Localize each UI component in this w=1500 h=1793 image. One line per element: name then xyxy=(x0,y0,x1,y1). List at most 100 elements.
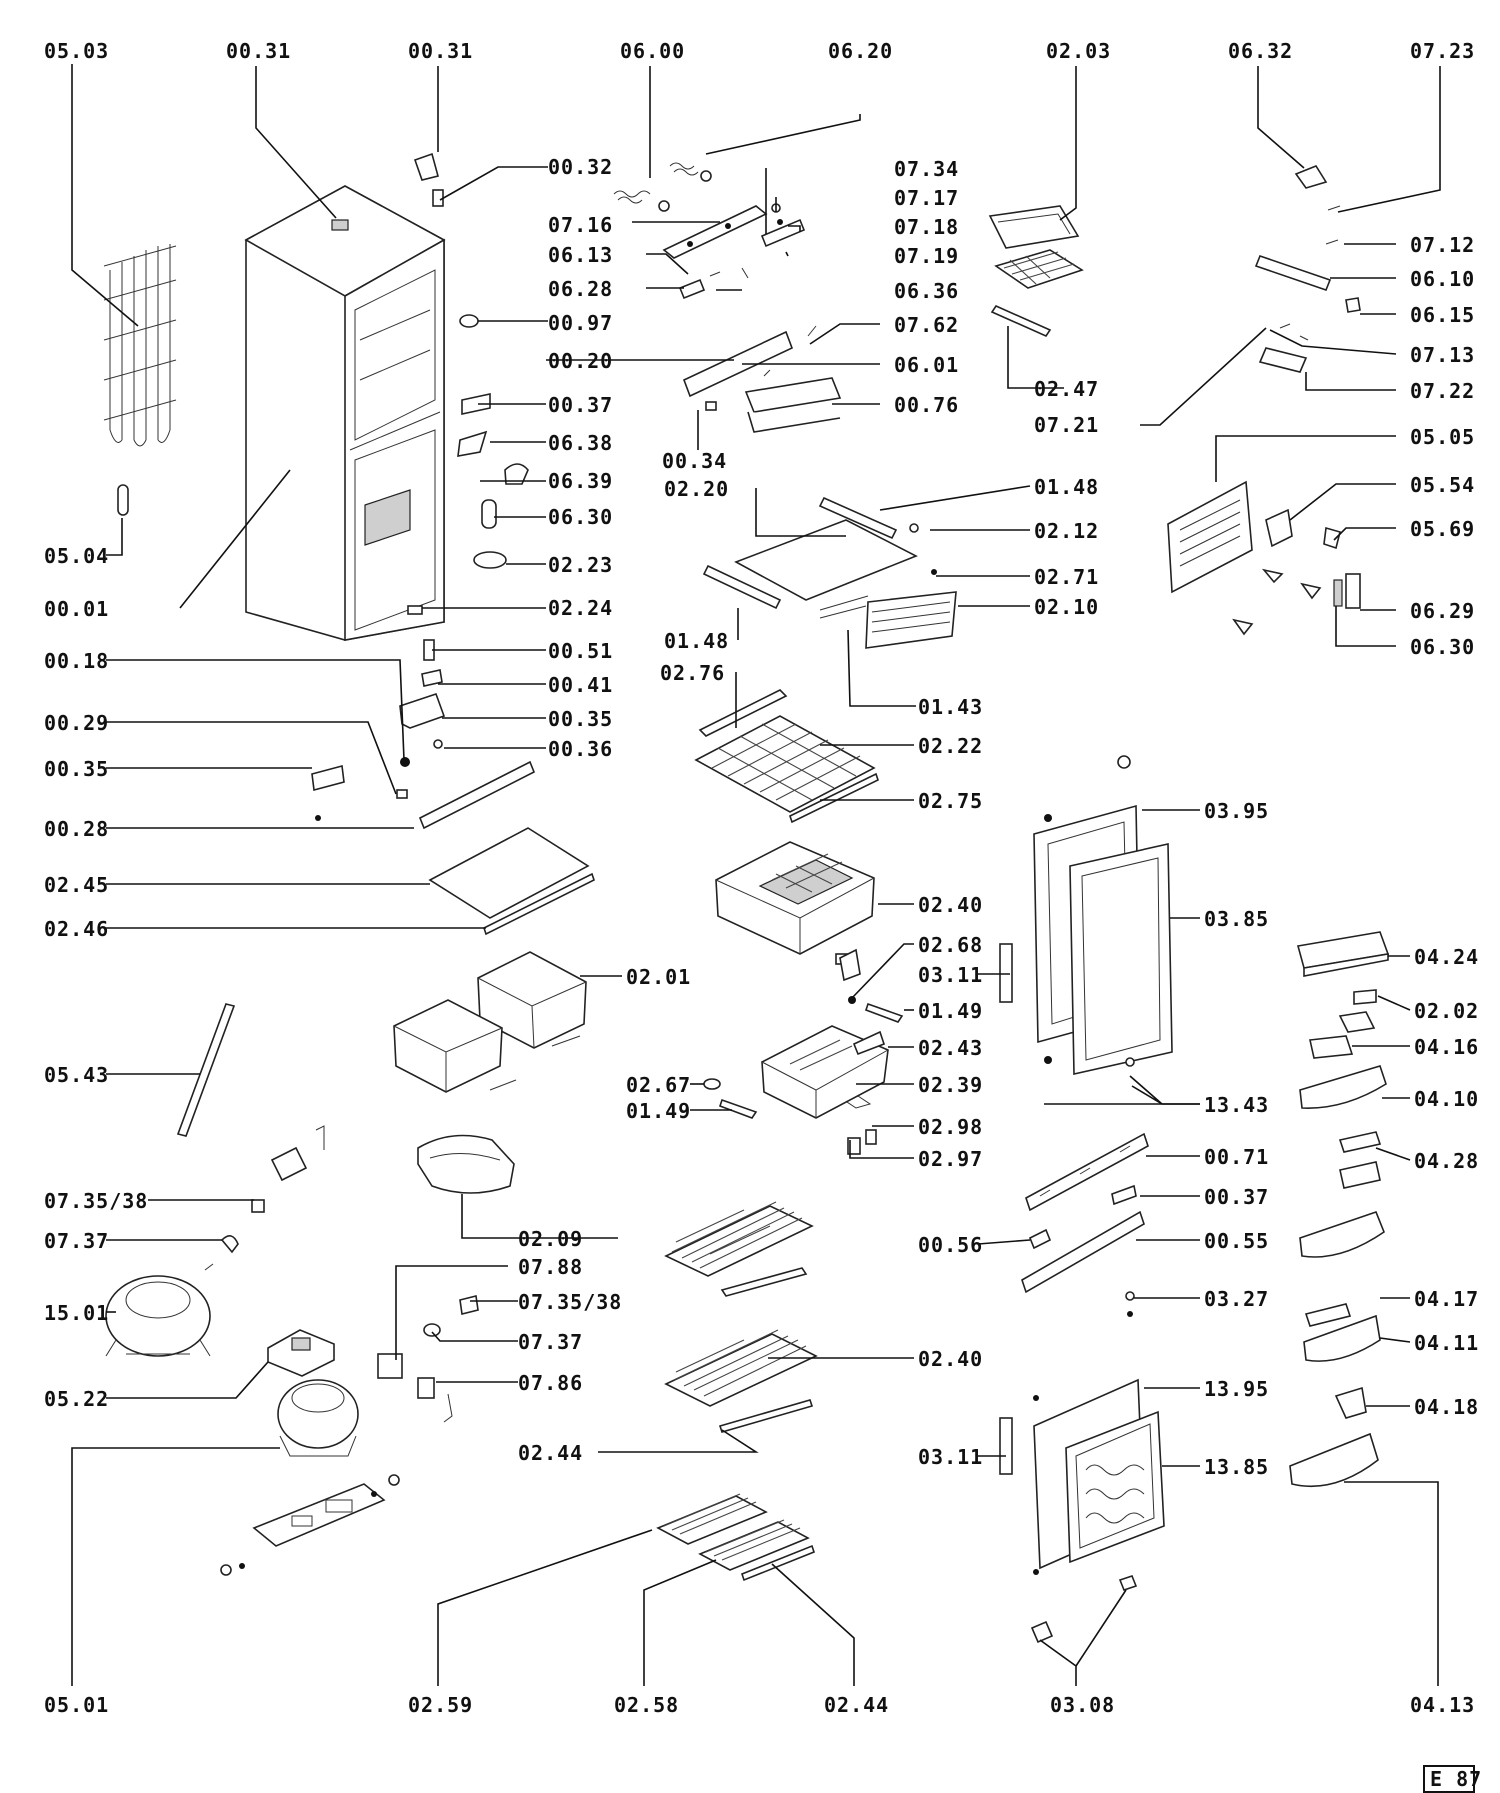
label-13-43: 13.43 xyxy=(1204,1093,1269,1117)
label-07-37-b: 07.37 xyxy=(518,1330,583,1354)
label-02-44-b: 02.44 xyxy=(824,1693,889,1717)
label-05-03: 05.03 xyxy=(44,39,109,63)
label-04-16: 04.16 xyxy=(1414,1035,1479,1059)
label-00-97: 00.97 xyxy=(548,311,613,335)
label-03-27: 03.27 xyxy=(1204,1287,1269,1311)
grille-shelves xyxy=(656,1493,815,1582)
label-02-43: 02.43 xyxy=(918,1036,983,1060)
label-04-24: 04.24 xyxy=(1414,945,1479,969)
label-00-71: 00.71 xyxy=(1204,1145,1269,1169)
label-13-95: 13.95 xyxy=(1204,1377,1269,1401)
cabinet xyxy=(244,185,446,641)
control-panel xyxy=(1167,480,1361,636)
drain-tube xyxy=(176,1003,236,1137)
label-07-35-38-b: 07.35/38 xyxy=(518,1290,622,1314)
egg-tray xyxy=(417,1134,515,1194)
label-02-75: 02.75 xyxy=(918,789,983,813)
label-07-16: 07.16 xyxy=(548,213,613,237)
label-06-28: 06.28 xyxy=(548,277,613,301)
label-03-85: 03.85 xyxy=(1204,907,1269,931)
label-02-22: 02.22 xyxy=(918,734,983,758)
thermostat-box xyxy=(267,1329,335,1377)
label-04-11: 04.11 xyxy=(1414,1331,1479,1355)
label-02-58: 02.58 xyxy=(614,1693,679,1717)
label-02-97: 02.97 xyxy=(918,1147,983,1171)
freezer-shelf xyxy=(702,496,957,649)
label-02-24: 02.24 xyxy=(548,596,613,620)
glass-shelf xyxy=(428,827,595,936)
label-03-95: 03.95 xyxy=(1204,799,1269,823)
label-00-35-a: 00.35 xyxy=(548,707,613,731)
label-07-17: 07.17 xyxy=(894,186,959,210)
label-01-48-a: 01.48 xyxy=(1034,475,1099,499)
compressor-assembly xyxy=(277,1379,359,1457)
label-07-86: 07.86 xyxy=(518,1371,583,1395)
label-02-47: 02.47 xyxy=(1034,377,1099,401)
label-06-00: 06.00 xyxy=(620,39,685,63)
label-07-19: 07.19 xyxy=(894,244,959,268)
label-07-13: 07.13 xyxy=(1410,343,1475,367)
label-02-39: 02.39 xyxy=(918,1073,983,1097)
drawer-fittings xyxy=(703,948,904,1155)
label-00-76: 00.76 xyxy=(894,393,959,417)
label-02-09: 02.09 xyxy=(518,1227,583,1251)
leader-lines xyxy=(71,64,1441,1686)
label-02-45: 02.45 xyxy=(44,873,109,897)
label-06-29: 06.29 xyxy=(1410,599,1475,623)
label-01-49-b: 01.49 xyxy=(626,1099,691,1123)
label-00-28: 00.28 xyxy=(44,817,109,841)
label-02-20: 02.20 xyxy=(664,477,729,501)
label-04-17: 04.17 xyxy=(1414,1287,1479,1311)
badge-text: E 87 xyxy=(1430,1767,1482,1791)
label-07-12: 07.12 xyxy=(1410,233,1475,257)
label-07-18: 07.18 xyxy=(894,215,959,239)
fridge-door xyxy=(999,755,1173,1075)
fan-housing xyxy=(1254,165,1361,373)
spring-parts xyxy=(613,162,712,212)
label-00-56: 00.56 xyxy=(918,1233,983,1257)
label-03-11-b: 03.11 xyxy=(918,1445,983,1469)
label-00-29: 00.29 xyxy=(44,711,109,735)
label-02-98: 02.98 xyxy=(918,1115,983,1139)
label-05-05: 05.05 xyxy=(1410,425,1475,449)
freezer-drawer xyxy=(715,841,875,965)
label-07-62: 07.62 xyxy=(894,313,959,337)
label-00-20: 00.20 xyxy=(548,349,613,373)
condenser-coil xyxy=(103,244,177,516)
label-02-03: 02.03 xyxy=(1046,39,1111,63)
label-06-32: 06.32 xyxy=(1228,39,1293,63)
crisper-boxes xyxy=(393,951,587,1093)
label-00-32: 00.32 xyxy=(548,155,613,179)
crisper-drawer xyxy=(761,1025,889,1119)
label-06-30-b: 06.30 xyxy=(1410,635,1475,659)
label-06-39: 06.39 xyxy=(548,469,613,493)
label-02-40-a: 02.40 xyxy=(918,893,983,917)
wire-shelf-lower xyxy=(664,1329,818,1433)
label-06-30-a: 06.30 xyxy=(548,505,613,529)
label-00-51: 00.51 xyxy=(548,639,613,663)
label-06-38: 06.38 xyxy=(548,431,613,455)
electrical-components xyxy=(204,1125,479,1423)
label-04-13: 04.13 xyxy=(1410,1693,1475,1717)
label-01-49-a: 01.49 xyxy=(918,999,983,1023)
label-06-13: 06.13 xyxy=(548,243,613,267)
label-05-04: 05.04 xyxy=(44,544,109,568)
label-02-68: 02.68 xyxy=(918,933,983,957)
label-00-34: 00.34 xyxy=(662,449,727,473)
mounting-plate xyxy=(220,1474,400,1576)
label-02-10: 02.10 xyxy=(1034,595,1099,619)
compressor xyxy=(105,1275,211,1357)
label-05-22: 05.22 xyxy=(44,1387,109,1411)
label-07-34: 07.34 xyxy=(894,157,959,181)
label-02-01: 02.01 xyxy=(626,965,691,989)
label-00-18: 00.18 xyxy=(44,649,109,673)
light-cover xyxy=(682,325,842,433)
label-02-76: 02.76 xyxy=(660,661,725,685)
hinge-strips xyxy=(1021,1132,1149,1317)
label-07-23: 07.23 xyxy=(1410,39,1475,63)
label-02-02: 02.02 xyxy=(1414,999,1479,1023)
label-02-23: 02.23 xyxy=(548,553,613,577)
label-05-43: 05.43 xyxy=(44,1063,109,1087)
label-15-01: 15.01 xyxy=(44,1301,109,1325)
label-06-36: 06.36 xyxy=(894,279,959,303)
